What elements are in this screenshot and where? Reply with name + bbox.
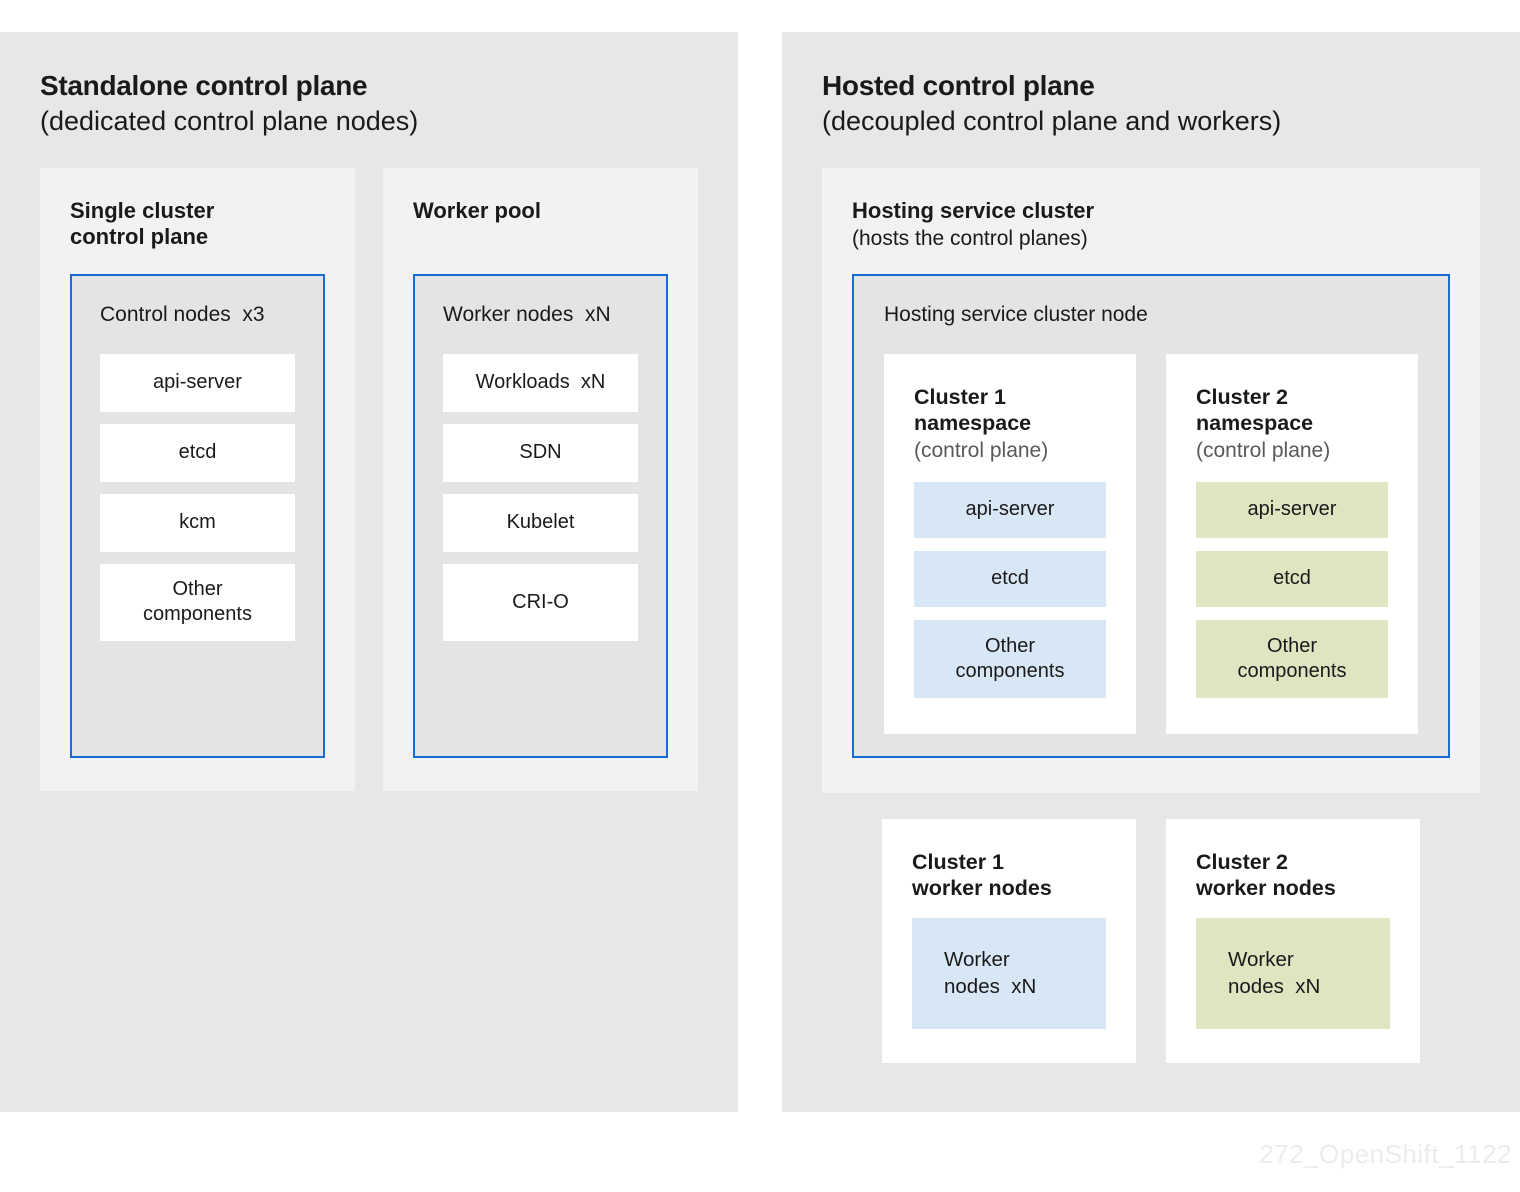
component-sdn: SDN (443, 423, 638, 482)
worker-nodes-label: Worker nodes xN (443, 302, 611, 326)
worker-pool-group: Worker pool Worker nodes xN Workloads xN… (383, 167, 698, 791)
cluster1-namespace-card: Cluster 1 namespace (control plane) api-… (884, 353, 1136, 734)
cluster1-worker-title: Cluster 1 worker nodes (912, 849, 1052, 900)
hosted-panel: Hosted control plane (decoupled control … (782, 32, 1520, 1112)
component-kcm: kcm (100, 493, 295, 552)
cluster2-namespace-title: Cluster 2 namespace (1196, 384, 1314, 435)
component-etcd: etcd (100, 423, 295, 482)
component-api-server: api-server (914, 481, 1106, 538)
hosting-service-cluster-node-box: Hosting service cluster node Cluster 1 n… (852, 273, 1450, 758)
hosting-cluster-heading: Hosting service cluster (852, 197, 1095, 223)
component-etcd: etcd (1196, 550, 1388, 607)
cluster1-worker-nodes-box: Worker nodes xN (912, 918, 1106, 1030)
namespace-cards: Cluster 1 namespace (control plane) api-… (884, 353, 1418, 734)
hosting-cluster-caption: (hosts the control planes) (852, 226, 1088, 250)
group-head: Hosting service cluster (hosts the contr… (852, 198, 1450, 274)
group-heading: Single cluster control plane (70, 197, 215, 249)
component-crio: CRI-O (443, 563, 638, 641)
hosted-title: Hosted control plane (822, 70, 1095, 101)
control-nodes-box: Control nodes x3 api-server etcd kcm Oth… (70, 273, 325, 758)
component-other: Other components (1196, 619, 1388, 698)
standalone-title: Standalone control plane (40, 70, 368, 101)
standalone-groups: Single cluster control plane Control nod… (40, 167, 698, 791)
cluster1-worker-card: Cluster 1 worker nodes Worker nodes xN (882, 818, 1136, 1063)
component-other: Other components (914, 619, 1106, 698)
standalone-panel: Standalone control plane (dedicated cont… (0, 32, 738, 1112)
worker-node-cards: Cluster 1 worker nodes Worker nodes xN C… (882, 818, 1420, 1063)
cluster1-components: api-server etcd Other components (914, 481, 1106, 698)
control-nodes-label: Control nodes x3 (100, 302, 265, 326)
hosting-node-label: Hosting service cluster node (884, 302, 1148, 326)
standalone-header: Standalone control plane (dedicated cont… (0, 32, 738, 138)
cluster2-worker-card: Cluster 2 worker nodes Worker nodes xN (1166, 818, 1420, 1063)
worker-nodes-box: Worker nodes xN Workloads xN SDN Kubelet… (413, 273, 668, 758)
hosting-service-cluster-group: Hosting service cluster (hosts the contr… (822, 167, 1480, 793)
group-head: Worker pool (413, 198, 668, 274)
component-etcd: etcd (914, 550, 1106, 607)
component-kubelet: Kubelet (443, 493, 638, 552)
component-api-server: api-server (100, 353, 295, 412)
cluster2-components: api-server etcd Other components (1196, 481, 1388, 698)
component-workloads: Workloads xN (443, 353, 638, 412)
group-heading: Worker pool (413, 197, 541, 223)
cluster1-namespace-caption: (control plane) (914, 439, 1049, 463)
single-cluster-control-plane-group: Single cluster control plane Control nod… (40, 167, 355, 791)
standalone-subtitle: (dedicated control plane nodes) (40, 106, 419, 137)
cluster2-namespace-card: Cluster 2 namespace (control plane) api-… (1166, 353, 1418, 734)
watermark-text: 272_OpenShift_1122 (1259, 1139, 1512, 1169)
cluster2-worker-nodes-box: Worker nodes xN (1196, 918, 1390, 1030)
component-api-server: api-server (1196, 481, 1388, 538)
component-other: Other components (100, 563, 295, 641)
cluster1-namespace-title: Cluster 1 namespace (914, 384, 1032, 435)
group-head: Single cluster control plane (70, 198, 325, 274)
cluster2-worker-title: Cluster 2 worker nodes (1196, 849, 1336, 900)
cluster2-namespace-caption: (control plane) (1196, 439, 1331, 463)
hosted-header: Hosted control plane (decoupled control … (782, 32, 1520, 138)
hosted-subtitle: (decoupled control plane and workers) (822, 106, 1282, 137)
